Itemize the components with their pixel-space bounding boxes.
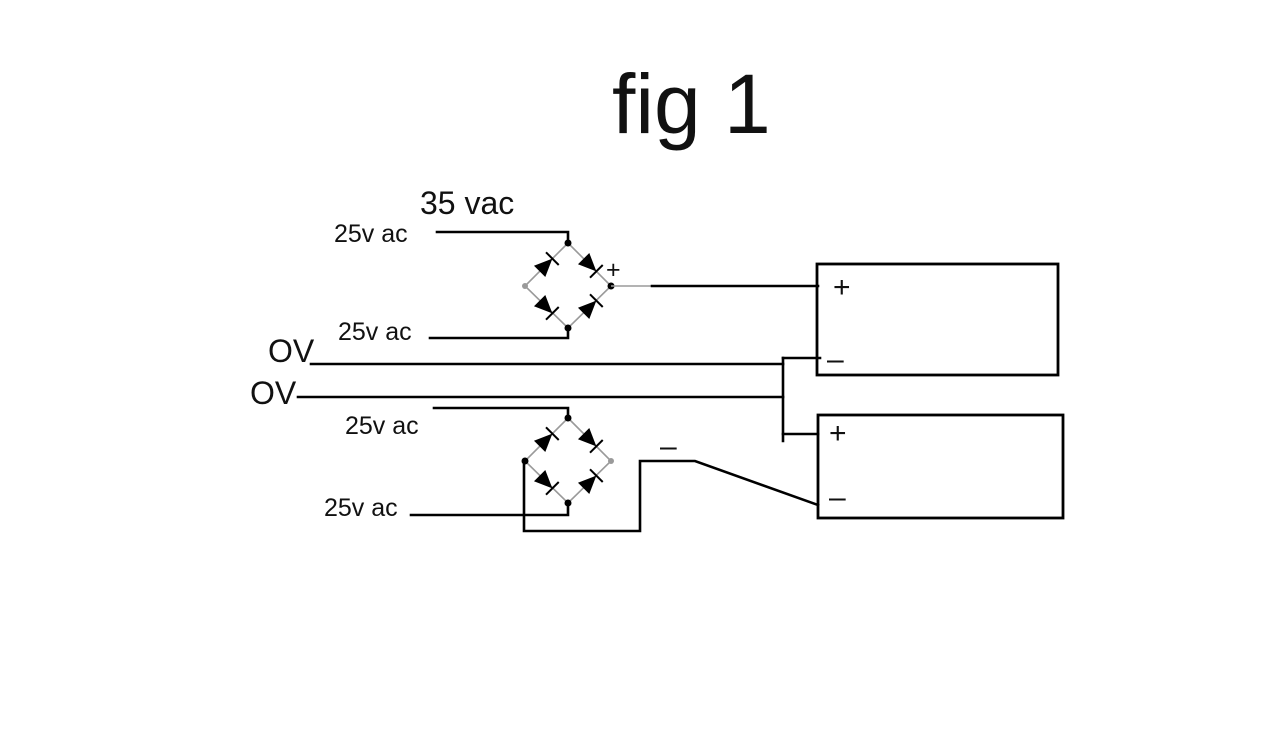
bridge-output-plus-label: + [606, 256, 621, 284]
minus-terminal-label: – [829, 481, 846, 514]
diode-icon [533, 294, 560, 321]
bridge-output-minus-label: – [660, 430, 677, 463]
bridge-node [564, 499, 572, 507]
minus-terminal-label: – [827, 343, 844, 376]
negative-output-wire [522, 459, 820, 533]
capacitor-bottom: + – [816, 413, 1065, 520]
bridge-node [522, 283, 528, 289]
voltage-label: 35 vac [420, 185, 514, 221]
diode-icon [577, 427, 604, 454]
plus-terminal-label: + [833, 271, 851, 304]
ac-input-label-top: 25v ac [334, 220, 408, 248]
diode-icon [577, 468, 604, 495]
ac-input-wire-top [435, 230, 570, 245]
ac-input-wire-top [432, 406, 570, 420]
diode-icon [533, 469, 560, 496]
bridge-node [608, 458, 614, 464]
ac-input-label-bottom: 25v ac [338, 318, 412, 346]
ac-input-wire-bottom [409, 501, 570, 517]
capacitor-box [816, 413, 1065, 520]
bridge-node [564, 324, 572, 332]
figure-title: fig 1 [612, 57, 771, 151]
bridge-diamond [523, 416, 613, 505]
zero-volt-label: OV [268, 333, 315, 369]
ac-input-wire-bottom [428, 326, 570, 340]
diode-icon [577, 252, 604, 279]
zero-volt-label: OV [250, 375, 297, 411]
bridge-node [564, 239, 572, 247]
plus-terminal-label: + [829, 417, 847, 450]
zero-volt-rail: OV OV [250, 333, 822, 443]
ac-input-label-bottom: 25v ac [324, 494, 398, 522]
bridge-node [564, 414, 572, 422]
bridge-diamond [523, 241, 613, 330]
diode-icon [577, 293, 604, 320]
diode-icon [533, 426, 560, 453]
bridge-rectifier-top: 35 vac 25v ac 25v ac + [334, 185, 820, 346]
capacitor-box [815, 262, 1060, 377]
diode-icon [533, 251, 560, 278]
ac-input-label-top: 25v ac [345, 412, 419, 440]
bridge-rectifier-bottom: 25v ac 25v ac – [324, 406, 820, 533]
capacitor-top: + – [815, 262, 1060, 377]
